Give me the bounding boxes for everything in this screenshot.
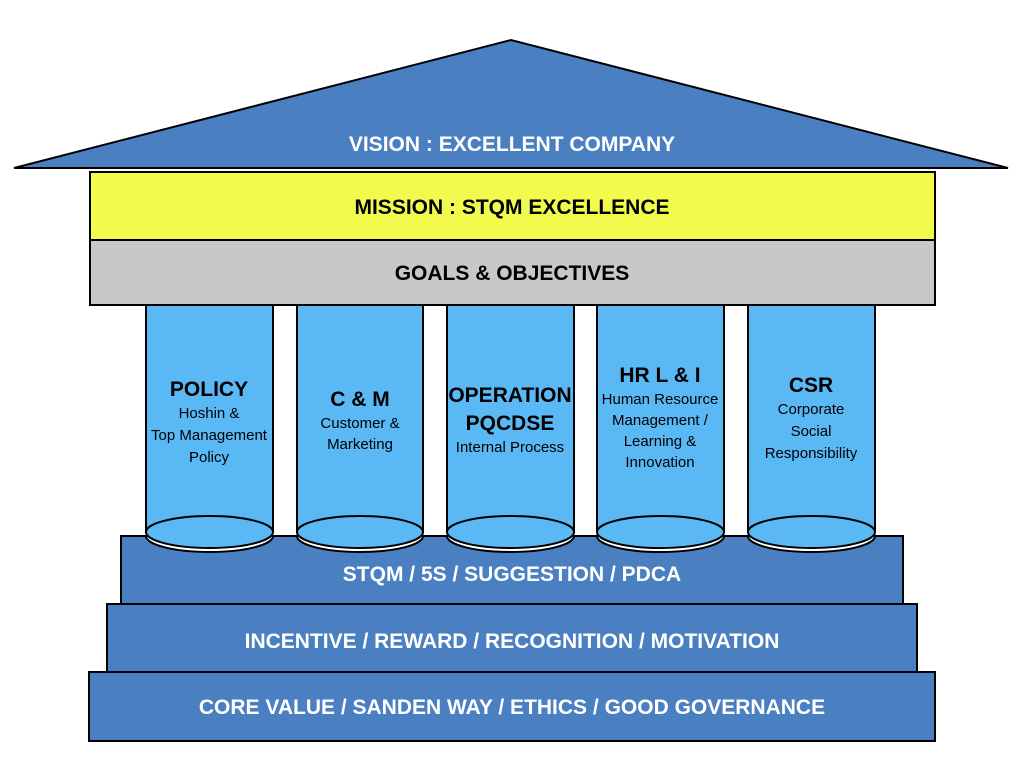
pillar-title: OPERATION <box>448 384 571 407</box>
pillar-line: Hoshin & <box>179 405 240 422</box>
pillar-line: Responsibility <box>765 445 858 462</box>
pillar-line: Marketing <box>327 436 393 453</box>
pillar-line: Learning & <box>624 433 697 450</box>
pillar-title: PQCDSE <box>466 412 555 435</box>
goals-band <box>89 239 936 306</box>
mission-band <box>89 171 936 241</box>
pillar-body <box>747 306 876 533</box>
pillar-hr-l-and-i: HR L & I Human Resource Management / Lea… <box>596 306 725 549</box>
pillar-policy: POLICY Hoshin & Top Management Policy <box>145 306 274 549</box>
pillar-base-ellipse <box>145 515 274 549</box>
pillar-line: Management / <box>612 412 709 429</box>
base-step-incentive-text: INCENTIVE / REWARD / RECOGNITION / MOTIV… <box>245 630 780 653</box>
pillar-title: HR L & I <box>619 364 700 387</box>
pillar-line: Customer & <box>320 415 399 432</box>
base-step-core-value-text: CORE VALUE / SANDEN WAY / ETHICS / GOOD … <box>199 696 825 719</box>
pillar-base-ellipse <box>596 515 725 549</box>
pillar-base-ellipse <box>446 515 575 549</box>
base-step-stqm-text: STQM / 5S / SUGGESTION / PDCA <box>343 563 681 586</box>
pillar-line: Policy <box>189 449 230 466</box>
pillar-line: Internal Process <box>456 439 564 456</box>
pillar-title: C & M <box>330 388 390 411</box>
pillar-operation: OPERATION PQCDSE Internal Process <box>446 306 575 549</box>
pillar-title: POLICY <box>170 378 248 401</box>
pillar-csr: CSR Corporate Social Responsibility <box>747 306 876 549</box>
pillar-title: CSR <box>789 374 833 397</box>
base-step-stqm <box>120 535 904 605</box>
pillar-line: Corporate <box>778 401 845 418</box>
pillar-c-and-m: C & M Customer & Marketing <box>296 306 424 549</box>
pillar-line: Innovation <box>625 454 694 471</box>
base-step-incentive <box>106 603 918 673</box>
vision-text: VISION : EXCELLENT COMPANY <box>349 133 675 156</box>
roof-vision <box>13 38 1009 169</box>
base-step-core-value <box>88 671 936 742</box>
pillar-base-ellipse <box>747 515 876 549</box>
pillar-line: Human Resource <box>602 391 719 408</box>
pillar-line: Top Management <box>151 427 268 444</box>
goals-text: GOALS & OBJECTIVES <box>395 262 630 285</box>
pillar-line: Social <box>791 423 832 440</box>
pillar-base-ellipse <box>296 515 424 549</box>
mission-text: MISSION : STQM EXCELLENCE <box>354 196 669 219</box>
